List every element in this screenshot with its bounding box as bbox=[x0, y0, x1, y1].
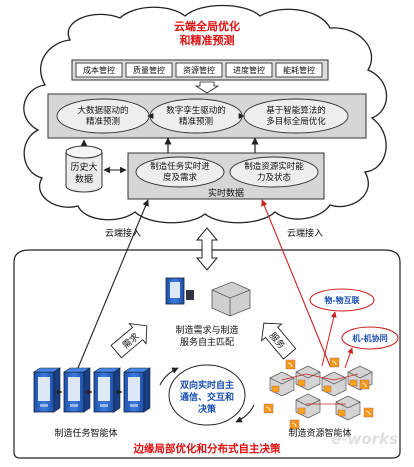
method-label: 精准预测 bbox=[86, 116, 120, 127]
realtime-item-label: 制造资源实时能 bbox=[244, 161, 304, 172]
m2m-ellipse bbox=[341, 326, 399, 350]
machine-icon bbox=[269, 371, 295, 397]
bidirectional-line3: 决策 bbox=[198, 403, 217, 415]
match-server-icon bbox=[165, 277, 251, 317]
bidirectional-ellipse bbox=[168, 364, 246, 426]
method-label: 多目标全局优化 bbox=[266, 116, 326, 127]
sensor-icon bbox=[285, 359, 296, 370]
iot-ellipse bbox=[309, 288, 375, 312]
realtime-item-label: 力及状态 bbox=[257, 172, 292, 183]
task-agent-label: 制造任务智能体 bbox=[54, 427, 117, 439]
service-arrow bbox=[261, 322, 297, 360]
cloud-title-line1: 云端全局优化 bbox=[174, 19, 240, 33]
down-arrow-1 bbox=[194, 81, 220, 94]
demand-arrow bbox=[110, 323, 148, 359]
machine-icon bbox=[295, 365, 321, 391]
bidir-arrow-right bbox=[235, 404, 255, 423]
server-icon bbox=[93, 367, 121, 413]
history-database-icon bbox=[65, 145, 103, 193]
control-item-label: 进度管控 bbox=[233, 65, 265, 75]
footer-title: 边缘局部优化和分布式自主决策 bbox=[133, 442, 281, 455]
method-label: 大数据驱动的 bbox=[77, 105, 128, 116]
iot-label: 物-物互联 bbox=[324, 295, 359, 305]
machine-icon bbox=[295, 393, 321, 419]
machine-icon bbox=[321, 371, 347, 397]
history-data-line2: 数据 bbox=[75, 173, 93, 185]
control-item-box bbox=[225, 62, 273, 78]
access-line-left bbox=[77, 199, 149, 369]
control-item-label: 成本管控 bbox=[83, 65, 115, 75]
sensor-icon bbox=[329, 357, 340, 368]
bidir-arrow-left bbox=[159, 367, 179, 386]
m2m-arrow bbox=[344, 347, 354, 369]
cloud-title-line2: 和精准预测 bbox=[180, 33, 235, 47]
realtime-ellipse bbox=[135, 156, 225, 188]
realtime-ellipse bbox=[229, 156, 319, 188]
cloud-edge-double-arrow bbox=[195, 227, 219, 271]
server-icon bbox=[33, 367, 61, 413]
resource-agent-machines bbox=[263, 357, 374, 430]
server-icon bbox=[123, 367, 151, 413]
control-items: 成本管控 质量管控 资源管控 进度管控 能耗管控 bbox=[75, 62, 323, 78]
control-item-label: 质量管控 bbox=[133, 65, 165, 75]
history-data-line1: 历史大 bbox=[70, 161, 97, 173]
sensor-icon bbox=[363, 407, 374, 418]
m2m-label: 机-机协同 bbox=[352, 333, 387, 343]
access-line-right bbox=[261, 199, 331, 367]
sensor-icon bbox=[289, 419, 300, 430]
resource-agent-label: 制造资源智能体 bbox=[288, 427, 351, 439]
realtime-label: 实时数据 bbox=[208, 187, 244, 199]
edge-region bbox=[13, 249, 401, 459]
control-item-label: 能耗管控 bbox=[283, 65, 315, 75]
method-label: 基于智能算法的 bbox=[266, 105, 326, 116]
cloud-access-right: 云端接入 bbox=[287, 227, 323, 239]
control-item-label: 资源管控 bbox=[183, 65, 215, 75]
server-icon bbox=[63, 367, 91, 413]
method-label: 数字孪生驱动的 bbox=[166, 105, 226, 116]
control-item-box bbox=[75, 62, 123, 78]
method-ellipse bbox=[243, 98, 349, 134]
sensor-icon bbox=[359, 379, 370, 390]
realtime-item-label: 制造任务实时进 bbox=[150, 161, 210, 172]
match-label-line2: 服务自主匹配 bbox=[180, 336, 234, 348]
method-ellipse bbox=[56, 98, 150, 134]
match-label-line1: 制造需求与制造 bbox=[175, 324, 238, 336]
task-agent-servers bbox=[33, 367, 151, 413]
method-ellipse bbox=[149, 98, 243, 134]
iot-arrow bbox=[321, 311, 337, 367]
control-item-box bbox=[175, 62, 223, 78]
bidirectional-line1: 双向实时自主 bbox=[180, 379, 234, 391]
control-item-box bbox=[275, 62, 323, 78]
cloud-access-left: 云端接入 bbox=[105, 227, 141, 239]
control-item-box bbox=[125, 62, 173, 78]
watermark: e-works bbox=[331, 430, 398, 448]
bidirectional-line2: 通信、交互和 bbox=[180, 391, 234, 403]
sensor-icon bbox=[263, 403, 274, 414]
realtime-item-label: 度及需求 bbox=[163, 172, 198, 183]
method-label: 精准预测 bbox=[179, 116, 213, 127]
